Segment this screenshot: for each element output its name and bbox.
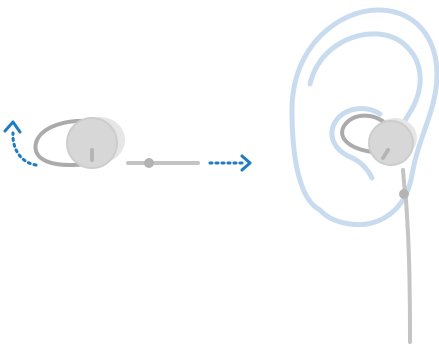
worn-earbud-cable-joint	[399, 189, 409, 199]
worn-earbud-body	[369, 121, 413, 165]
rotate-arrow-icon	[5, 122, 36, 165]
loose-earbud-icon	[35, 117, 198, 168]
dotted-right-arrow-icon	[210, 156, 250, 170]
worn-earbud-icon	[342, 116, 417, 342]
loose-earbud-cable-joint	[144, 158, 154, 168]
